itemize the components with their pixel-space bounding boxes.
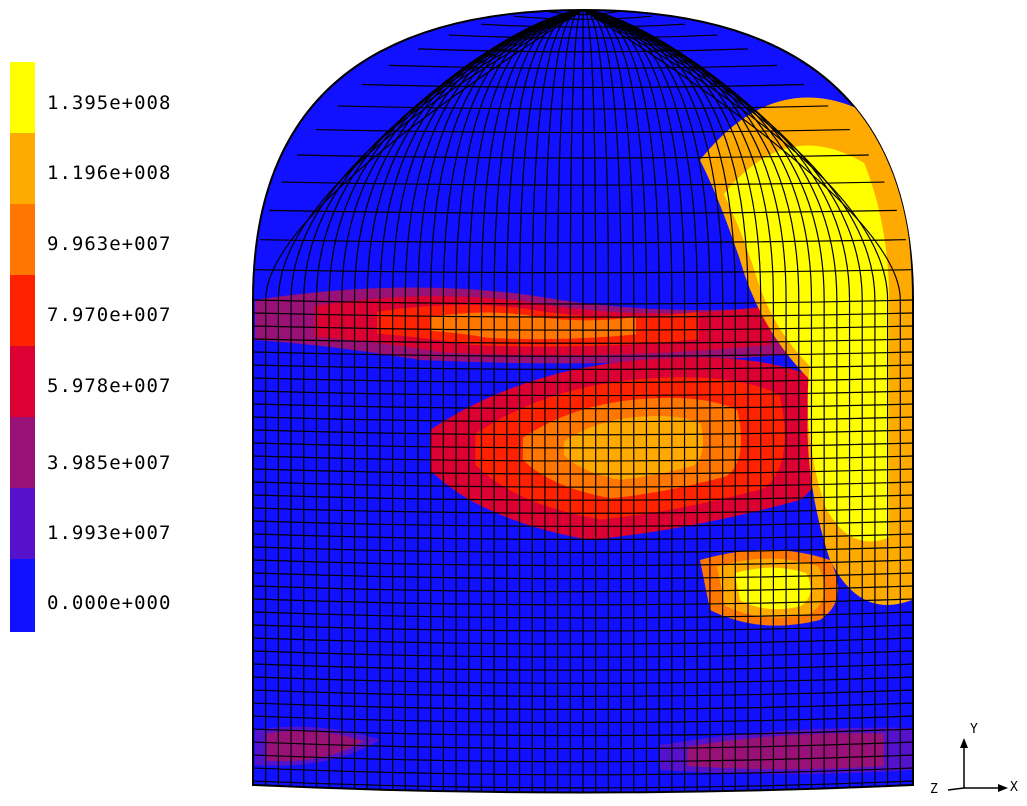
axis-label-y: Y	[970, 722, 978, 737]
legend-swatch-2	[10, 133, 35, 204]
axis-triad: Y X Z	[926, 718, 1026, 802]
mesh-meridian	[582, 10, 851, 793]
mesh-meridian	[506, 10, 584, 793]
mesh-meridian	[569, 10, 584, 793]
legend-label-8: 0.000e+000	[47, 592, 172, 614]
mesh-meridian	[341, 10, 584, 793]
mesh-meridian	[582, 10, 838, 793]
mesh-meridian	[582, 10, 889, 793]
legend-label-4: 7.970e+007	[47, 304, 172, 326]
mesh-meridian	[353, 10, 584, 793]
legend-swatch-6	[10, 417, 35, 488]
mesh-meridian	[582, 10, 800, 793]
mesh-meridian	[557, 10, 584, 793]
legend-swatch-3	[10, 204, 35, 275]
mesh-meridian	[582, 10, 813, 793]
legend-swatch-5	[10, 346, 35, 417]
axis-triad-arrows	[947, 738, 1008, 792]
mesh-meridian	[468, 10, 584, 793]
legend-label-3: 9.963e+007	[47, 233, 172, 255]
mesh-meridian	[518, 10, 584, 793]
legend-swatch-8	[10, 559, 35, 632]
mesh-meridian	[531, 10, 584, 793]
legend-label-2: 1.196e+008	[47, 162, 172, 184]
legend-label-5: 5.978e+007	[47, 375, 172, 397]
axis-label-x: X	[1010, 780, 1018, 795]
mesh-meridian	[277, 10, 584, 793]
pressure-vessel-mesh	[252, 8, 914, 794]
stress-contour-band-left-3	[431, 312, 636, 340]
stress-contour-right-hot-1	[723, 145, 890, 542]
stress-contour-lower-blob-2	[734, 567, 811, 610]
axis-label-z: Z	[930, 782, 938, 797]
mesh-meridian	[582, 10, 597, 793]
legend-label-1: 1.395e+008	[47, 92, 172, 114]
mesh-meridian	[582, 10, 787, 793]
legend-swatch-4	[10, 275, 35, 346]
mesh-meridian	[582, 10, 901, 793]
legend-label-7: 1.993e+007	[47, 522, 172, 544]
mesh-meridian	[582, 10, 876, 793]
mesh-meridian	[290, 10, 584, 793]
legend-swatch-1	[10, 62, 35, 133]
legend-swatch-7	[10, 488, 35, 559]
mesh-grid	[253, 10, 913, 793]
mesh-meridian	[480, 10, 584, 793]
color-legend: 1.395e+008 1.196e+008 9.963e+007 7.970e+…	[10, 62, 240, 632]
mesh-meridian	[493, 10, 584, 793]
legend-label-6: 3.985e+007	[47, 452, 172, 474]
mesh-meridian	[544, 10, 584, 793]
